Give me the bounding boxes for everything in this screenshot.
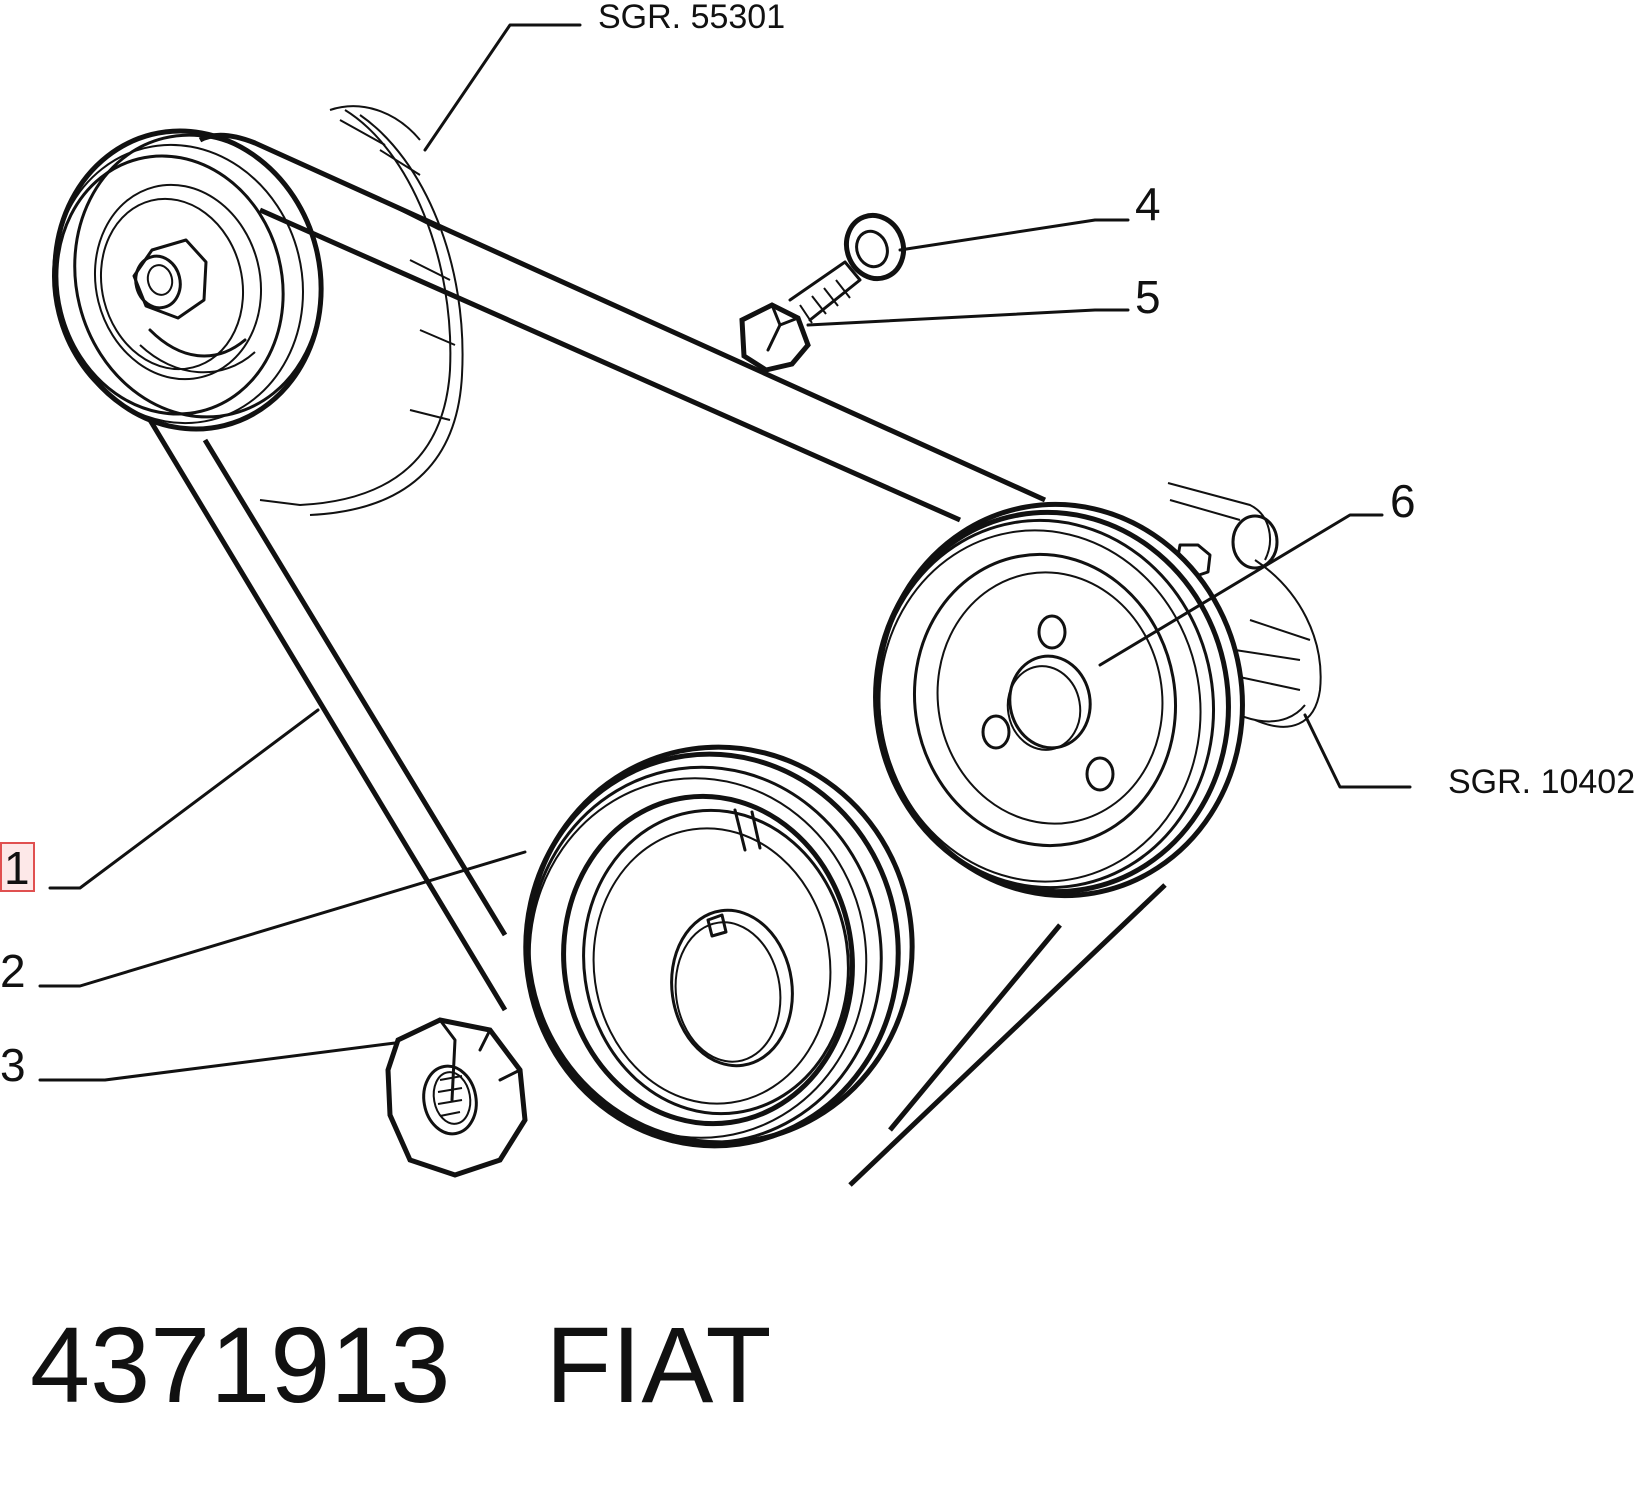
alternator-pulley <box>52 128 324 432</box>
leader-3 <box>38 1041 397 1082</box>
reference-sgr-55301[interactable]: SGR. 55301 <box>598 0 785 36</box>
callout-1-highlight <box>0 842 35 892</box>
leader-sgr-10402 <box>1303 713 1412 789</box>
brand-name: FIAT <box>545 1304 772 1425</box>
reference-sgr-10402[interactable]: SGR. 10402 <box>1448 763 1635 801</box>
callout-2[interactable]: 2 <box>0 945 26 997</box>
bolt <box>739 260 862 373</box>
leader-lines <box>38 23 1412 1082</box>
crankshaft-pulley <box>523 744 915 1149</box>
water-pump-pulley <box>873 501 1245 899</box>
leader-2 <box>38 850 527 988</box>
drive-belt <box>147 132 1167 1187</box>
leader-5 <box>806 308 1130 327</box>
part-number: 4371913 <box>30 1304 451 1425</box>
washer <box>844 212 906 282</box>
leader-4 <box>898 218 1130 252</box>
flange-nut <box>385 1017 528 1178</box>
leader-6 <box>1098 513 1384 667</box>
leader-1 <box>48 708 320 890</box>
leader-sgr-55301 <box>423 23 582 152</box>
callout-6[interactable]: 6 <box>1390 475 1416 527</box>
callout-1[interactable]: 1 <box>4 842 30 894</box>
callout-5[interactable]: 5 <box>1135 271 1161 323</box>
callout-3[interactable]: 3 <box>0 1039 26 1091</box>
part-caption: 4371913 FIAT <box>30 1300 771 1430</box>
callout-4[interactable]: 4 <box>1135 178 1161 230</box>
